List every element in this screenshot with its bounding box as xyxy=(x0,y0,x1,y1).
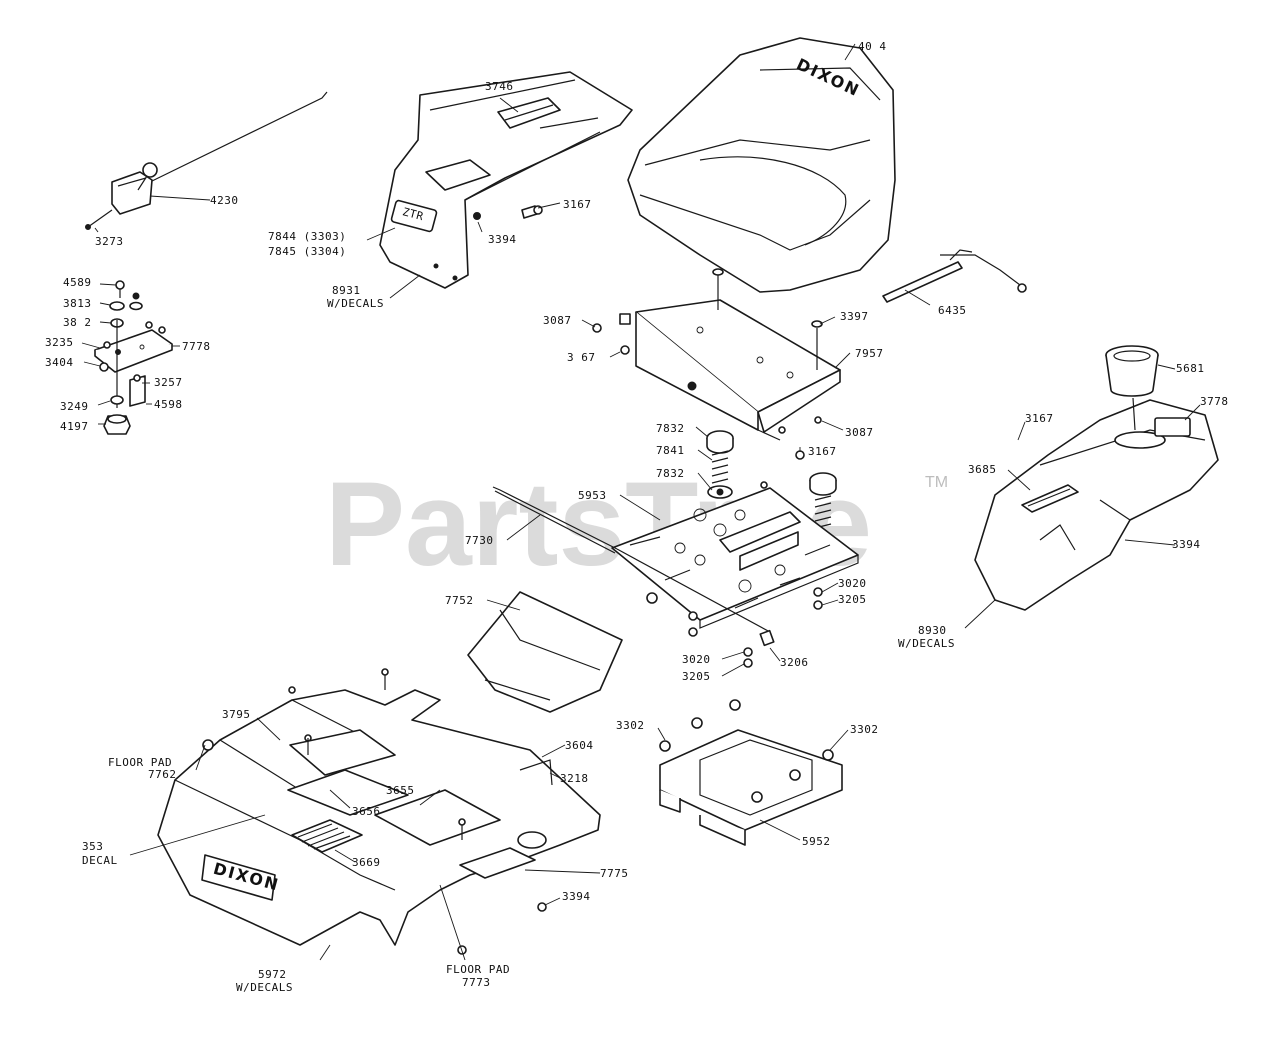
part-labels: 3746 40 4 4230 3273 3167 3394 7844 (3303… xyxy=(45,40,1229,994)
label-7841: 7841 xyxy=(656,444,685,457)
label-3218: 3218 xyxy=(560,772,589,785)
label-7752: 7752 xyxy=(445,594,474,607)
label-3257: 3257 xyxy=(154,376,183,389)
right-fuel-tank-cover-part[interactable] xyxy=(974,399,1219,611)
label-4589: 4589 xyxy=(63,276,92,289)
label-3302a: 3302 xyxy=(616,719,645,732)
label-8931-decals: W/DECALS xyxy=(327,297,384,310)
label-3685: 3685 xyxy=(968,463,997,476)
label-353: 353 xyxy=(82,840,103,853)
label-3020b: 3020 xyxy=(682,653,711,666)
label-3813: 3813 xyxy=(63,297,92,310)
label-floor-pad-7762: FLOOR PAD xyxy=(108,756,172,769)
leader-lines xyxy=(81,43,1201,961)
label-3394a: 3394 xyxy=(488,233,517,246)
label-4598: 4598 xyxy=(154,398,183,411)
label-3394c: 3394 xyxy=(562,890,591,903)
label-3167d: 3167 xyxy=(1025,412,1054,425)
seat-base-plate-part[interactable] xyxy=(611,487,859,629)
label-3656: 3656 xyxy=(352,805,381,818)
control-rod-part[interactable] xyxy=(492,486,775,647)
label-floor-pad-7773: FLOOR PAD xyxy=(446,963,510,976)
label-7832a: 7832 xyxy=(656,422,685,435)
label-8930-decals: W/DECALS xyxy=(898,637,955,650)
label-3205b: 3205 xyxy=(682,670,711,683)
label-3249: 3249 xyxy=(60,400,89,413)
label-3167a: 3167 xyxy=(563,198,592,211)
left-console-cover-part[interactable]: ZTR xyxy=(379,71,633,289)
label-3302b: 3302 xyxy=(850,723,879,736)
seat-pad-7752-part[interactable] xyxy=(467,591,623,713)
label-3655: 3655 xyxy=(386,784,415,797)
label-7957: 7957 xyxy=(855,347,884,360)
mount-bracket-plate-part[interactable] xyxy=(659,699,843,846)
label-4014: 40 4 xyxy=(858,40,887,53)
label-3404: 3404 xyxy=(45,356,74,369)
label-8931: 8931 xyxy=(332,284,361,297)
label-3669: 3669 xyxy=(352,856,381,869)
label-4230: 4230 xyxy=(210,194,239,207)
label-7773: 7773 xyxy=(462,976,491,989)
label-3087b: 3087 xyxy=(845,426,874,439)
label-3235: 3235 xyxy=(45,336,74,349)
seat-mount-plate-part[interactable] xyxy=(592,268,841,460)
label-3812: 38 2 xyxy=(63,316,92,329)
label-7730: 7730 xyxy=(465,534,494,547)
label-7845: 7845 (3304) xyxy=(268,245,346,258)
label-5953: 5953 xyxy=(578,489,607,502)
label-7832b: 7832 xyxy=(656,467,685,480)
label-3205a: 3205 xyxy=(838,593,867,606)
label-3397: 3397 xyxy=(840,310,869,323)
label-3020a: 3020 xyxy=(838,577,867,590)
label-3087a: 3087 xyxy=(543,314,572,327)
label-7778: 7778 xyxy=(182,340,211,353)
seat-switch-part[interactable] xyxy=(882,249,1027,303)
label-5972: 5972 xyxy=(258,968,287,981)
base-plate-nuts xyxy=(646,587,823,668)
hand-control-bracket-part[interactable] xyxy=(94,280,173,435)
throttle-control-part[interactable] xyxy=(85,91,328,230)
label-3746: 3746 xyxy=(485,80,514,93)
floor-pan-part[interactable]: DIXON xyxy=(157,668,601,955)
seat-part[interactable]: DIXON xyxy=(627,37,896,293)
watermark-trademark: TM xyxy=(925,474,948,491)
label-5681: 5681 xyxy=(1176,362,1205,375)
label-3778: 3778 xyxy=(1200,395,1229,408)
label-3604: 3604 xyxy=(565,739,594,752)
label-353-decal: DECAL xyxy=(82,854,118,867)
cup-holder-part[interactable] xyxy=(1105,345,1159,431)
label-3394b: 3394 xyxy=(1172,538,1201,551)
label-3273: 3273 xyxy=(95,235,124,248)
label-8930: 8930 xyxy=(918,624,947,637)
label-3167c: 3167 xyxy=(808,445,837,458)
label-6435: 6435 xyxy=(938,304,967,317)
label-7762: 7762 xyxy=(148,768,177,781)
label-3795: 3795 xyxy=(222,708,251,721)
label-4197: 4197 xyxy=(60,420,89,433)
label-3167b: 3 67 xyxy=(567,351,596,364)
label-7844: 7844 (3303) xyxy=(268,230,346,243)
ztr-decal-text: ZTR xyxy=(401,205,425,223)
label-5952: 5952 xyxy=(802,835,831,848)
label-7775: 7775 xyxy=(600,867,629,880)
label-3206: 3206 xyxy=(780,656,809,669)
label-5972-decals: W/DECALS xyxy=(236,981,293,994)
